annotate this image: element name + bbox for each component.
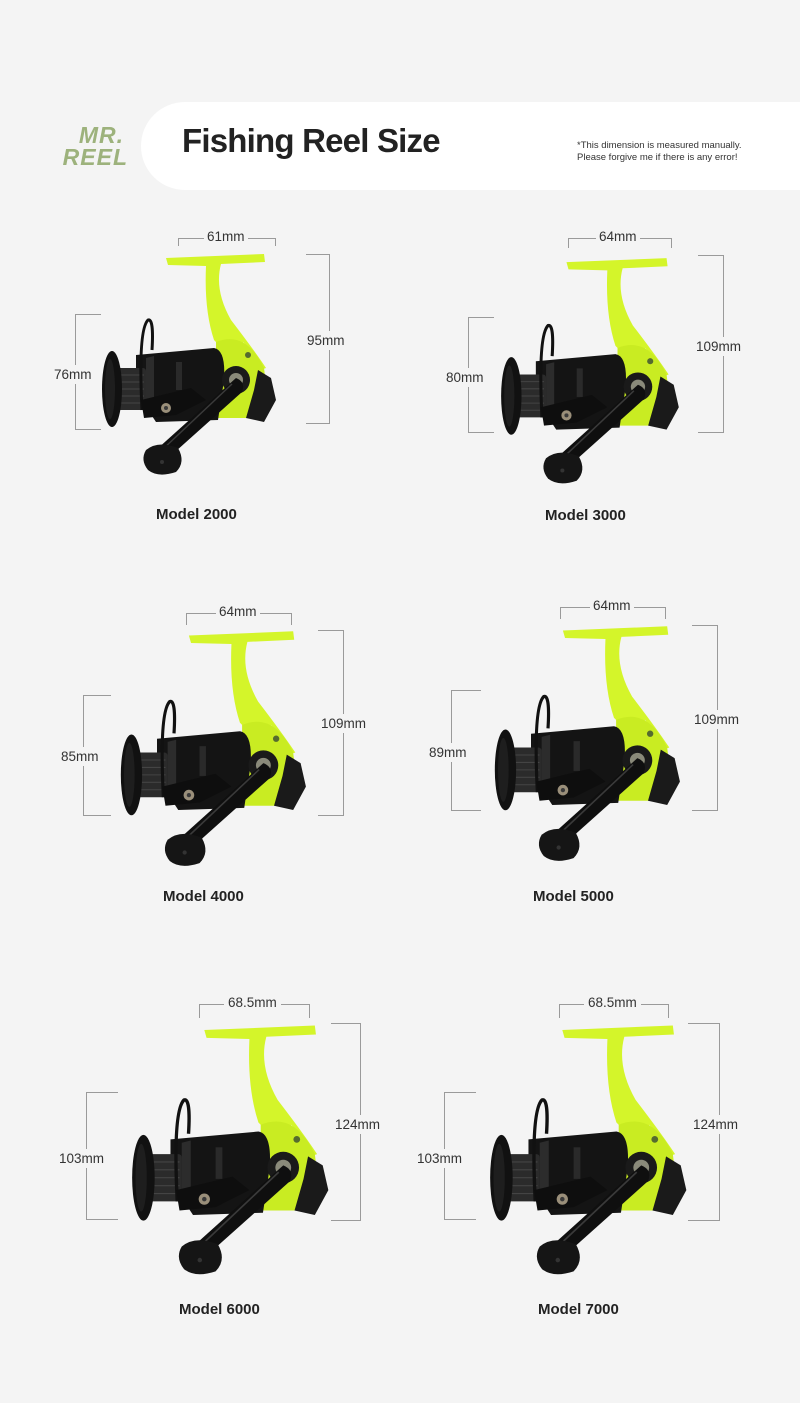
- model-label: Model 2000: [156, 506, 237, 523]
- reel-card-model-4000: 64mm 109mm 85mm Model 4000: [50, 595, 410, 935]
- model-label: Model 3000: [545, 507, 626, 524]
- reel-image: [100, 252, 278, 477]
- width-dimension-label: 64mm: [596, 229, 640, 244]
- reel-image: [499, 256, 681, 485]
- spool-height-dimension-label: 80mm: [446, 368, 484, 387]
- reel-card-model-5000: 64mm 109mm 89mm Model 5000: [420, 590, 780, 930]
- spool-height-dimension-label: 103mm: [417, 1149, 463, 1168]
- disclaimer: *This dimension is measured manually. Pl…: [577, 140, 742, 164]
- height-dimension-label: 124mm: [693, 1115, 739, 1134]
- height-dimension-label: 109mm: [694, 710, 740, 729]
- reel-image: [130, 1023, 331, 1276]
- model-label: Model 4000: [163, 888, 244, 905]
- spool-height-dimension-label: 103mm: [59, 1149, 105, 1168]
- disclaimer-line-1: *This dimension is measured manually.: [577, 140, 742, 151]
- reel-card-model-2000: 61mm 95mm 76mm Model 2000: [40, 220, 400, 560]
- reel-image: [119, 629, 308, 868]
- width-dimension-label: 64mm: [590, 598, 634, 613]
- height-dimension-label: 109mm: [696, 337, 742, 356]
- reel-card-model-7000: 68.5mm 124mm 103mm Model 7000: [410, 985, 770, 1325]
- height-dimension-label: 124mm: [335, 1115, 381, 1134]
- reel-image: [488, 1023, 689, 1276]
- logo-line-2: REEL: [62, 144, 128, 170]
- width-dimension-label: 64mm: [216, 604, 260, 619]
- width-dimension-label: 68.5mm: [584, 995, 641, 1010]
- spool-height-dimension-label: 85mm: [61, 747, 99, 766]
- width-dimension-label: 61mm: [204, 229, 248, 244]
- reel-image: [493, 624, 682, 863]
- spool-height-dimension-label: 76mm: [54, 365, 92, 384]
- model-label: Model 5000: [533, 888, 614, 905]
- disclaimer-line-2: Please forgive me if there is any error!: [577, 152, 738, 163]
- height-dimension-label: 109mm: [321, 714, 367, 733]
- brand-logo: MR. REEL: [38, 122, 128, 170]
- reel-card-model-6000: 68.5mm 124mm 103mm Model 6000: [50, 985, 410, 1325]
- model-label: Model 6000: [179, 1301, 260, 1318]
- reel-card-model-3000: 64mm 109mm 80mm Model 3000: [430, 220, 790, 560]
- spool-height-dimension-label: 89mm: [429, 743, 467, 762]
- page-title: Fishing Reel Size: [182, 122, 441, 159]
- model-label: Model 7000: [538, 1301, 619, 1318]
- height-dimension-label: 95mm: [307, 331, 345, 350]
- header-band: [141, 102, 800, 190]
- width-dimension-label: 68.5mm: [224, 995, 281, 1010]
- logo-line-1: MR.: [78, 122, 124, 148]
